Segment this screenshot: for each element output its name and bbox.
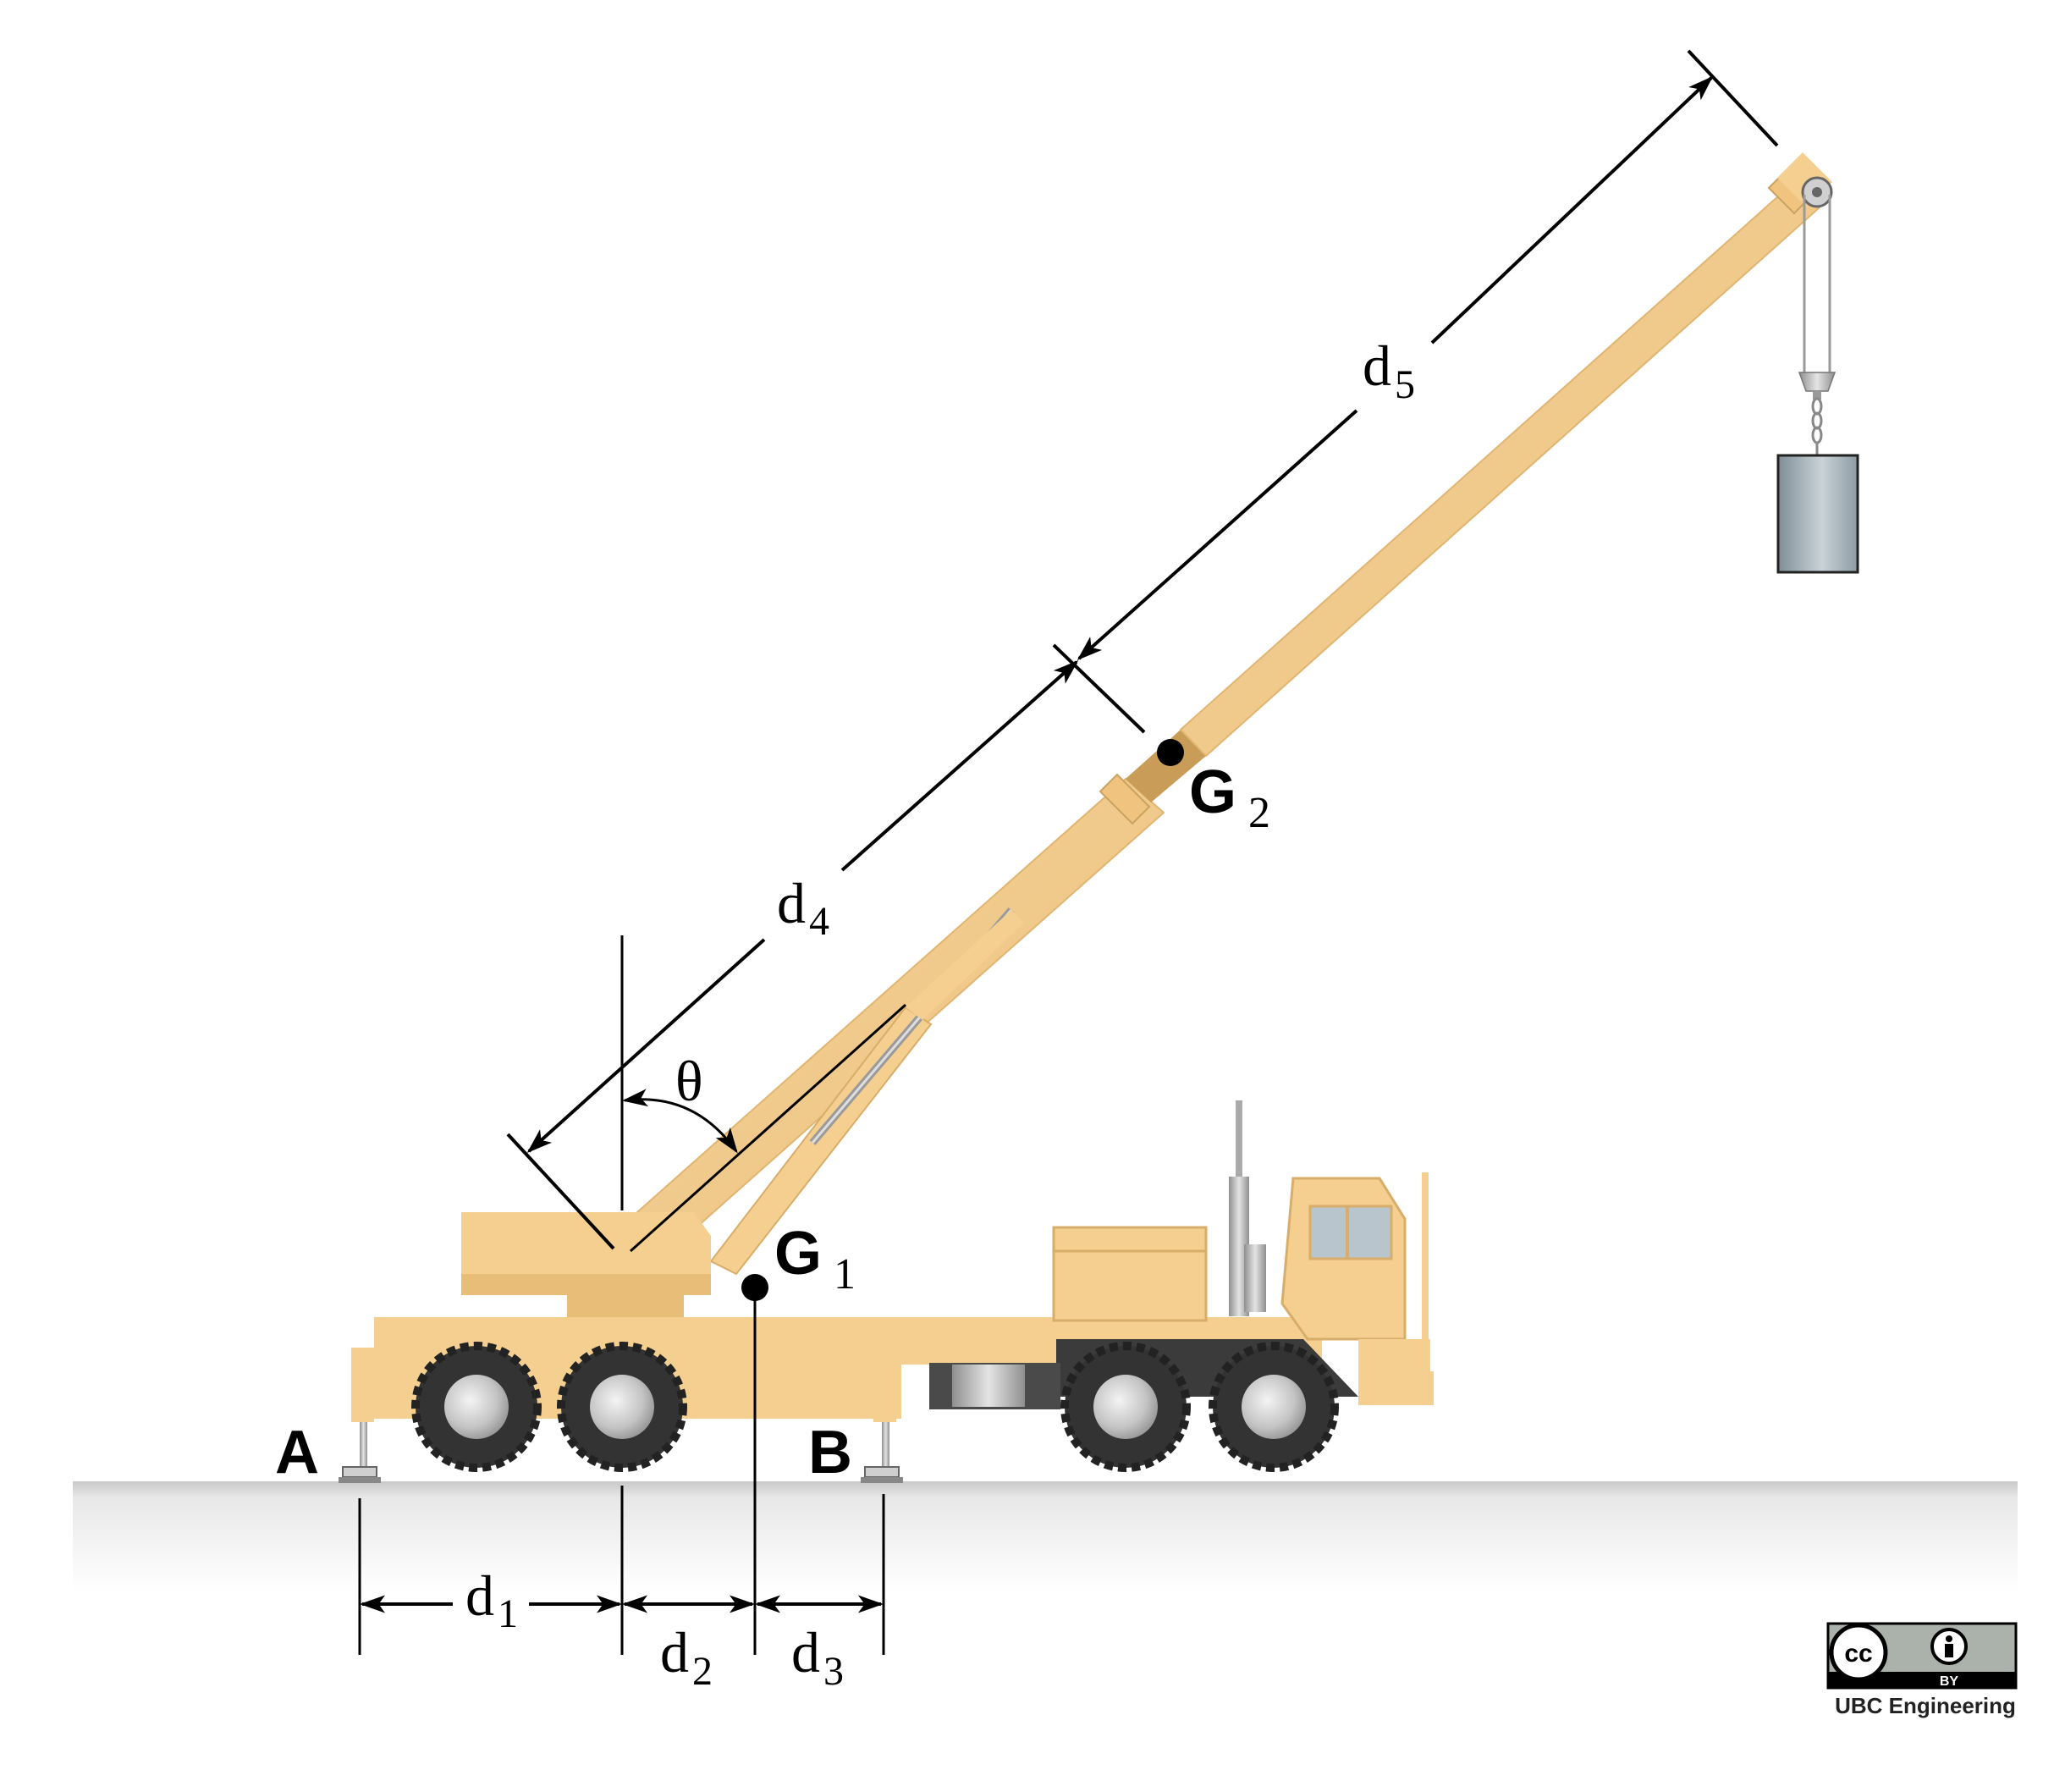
label-d1-sub: 1 <box>498 1591 518 1636</box>
label-g1-sub: 1 <box>834 1250 856 1299</box>
boom-dimensions <box>506 49 1779 1250</box>
cc-by-badge: cc BY <box>1826 1622 2018 1690</box>
label-A: A <box>275 1419 319 1486</box>
cc-icon <box>1829 1623 1888 1682</box>
label-d5-sub: 5 <box>1395 362 1415 407</box>
dimension-lines <box>358 935 907 1655</box>
g2-point <box>1157 739 1184 766</box>
theta-arc <box>622 1089 738 1154</box>
wheel-4 <box>1209 1342 1339 1472</box>
label-g1: G <box>774 1220 822 1287</box>
load-block <box>1776 454 1859 574</box>
by-text: BY <box>1940 1674 1959 1689</box>
label-d3-sub: 3 <box>823 1649 844 1694</box>
cc-text: cc <box>1844 1640 1872 1668</box>
wheel-1 <box>411 1342 542 1472</box>
wheel-2 <box>557 1342 687 1472</box>
label-theta: θ <box>675 1049 703 1113</box>
wheel-3 <box>1060 1342 1191 1472</box>
hook-and-load <box>1776 176 1859 574</box>
label-d5: d <box>1363 334 1391 398</box>
label-d3: d <box>791 1620 820 1684</box>
label-d2-sub: 2 <box>692 1649 713 1694</box>
label-d4: d <box>777 871 806 935</box>
label-g2-sub: 2 <box>1248 789 1270 837</box>
boom <box>620 152 1832 1276</box>
label-B: B <box>808 1419 852 1486</box>
wheels <box>411 1342 1339 1472</box>
label-g2: G <box>1189 758 1236 826</box>
credit-text: UBC Engineering <box>1835 1693 2016 1718</box>
label-d2: d <box>660 1620 689 1684</box>
label-d1: d <box>465 1563 494 1628</box>
label-d4-sub: 4 <box>809 899 829 944</box>
ground <box>73 1481 2018 1591</box>
